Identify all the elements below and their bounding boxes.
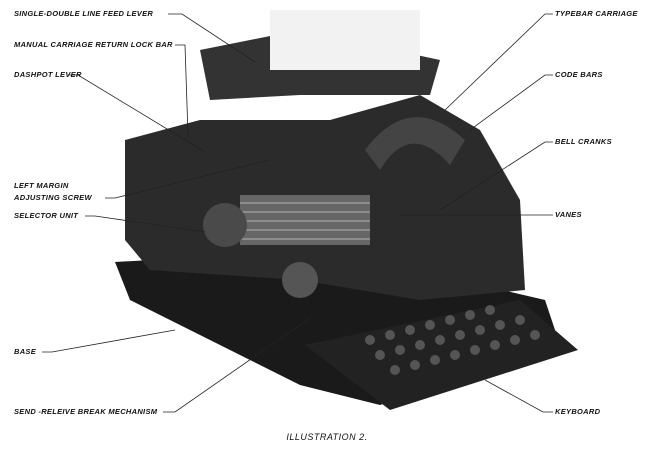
label-carriage-return-lock-bar: MANUAL CARRIAGE RETURN LOCK BAR (14, 40, 173, 49)
keys (365, 305, 540, 375)
label-code-bars: CODE BARS (555, 70, 603, 79)
label-keyboard: KEYBOARD (555, 407, 601, 416)
label-vanes: VANES (555, 210, 582, 219)
label-bell-cranks: BELL CRANKS (555, 137, 612, 146)
selector-cam (203, 203, 247, 247)
leader-lines (42, 13, 553, 413)
keyboard-tray (305, 300, 578, 410)
typebar-basket (365, 117, 465, 170)
label-base: BASE (14, 347, 37, 356)
label-selector-unit: SELECTOR UNIT (14, 211, 79, 220)
paper (270, 10, 420, 70)
illustration-caption: ILLUSTRATION 2. (286, 432, 368, 442)
label-send-receive-break: SEND -RELEIVE BREAK MECHANISM (14, 407, 158, 416)
label-typebar-carriage: TYPEBAR CARRIAGE (555, 9, 638, 18)
label-adjusting-screw: ADJUSTING SCREW (14, 193, 92, 202)
label-dashpot-lever: DASHPOT LEVER (14, 70, 82, 79)
label-left-margin: LEFT MARGIN (14, 181, 69, 190)
label-line-feed-lever: SINGLE-DOUBLE LINE FEED LEVER (14, 9, 154, 18)
